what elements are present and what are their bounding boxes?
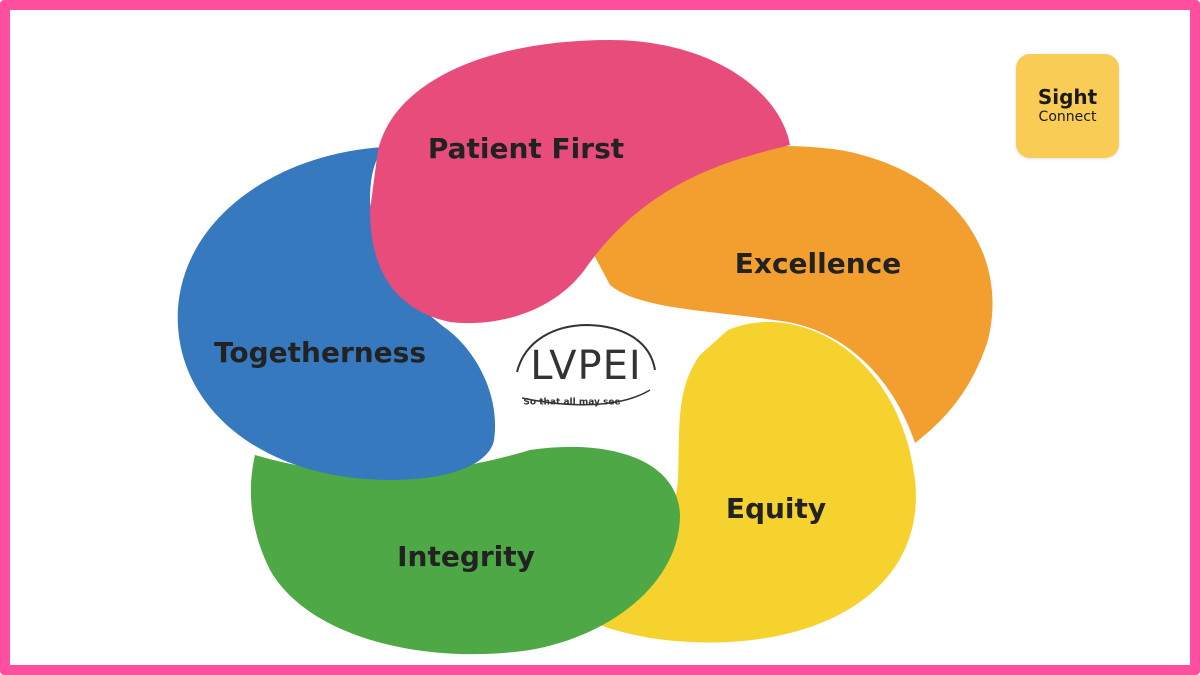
badge-title: Sight xyxy=(1037,85,1098,109)
petal-excellence xyxy=(585,145,993,443)
label-togetherness: Togetherness xyxy=(214,336,426,369)
logo-arc xyxy=(516,323,656,373)
sight-connect-badge: Sight Connect xyxy=(1016,54,1119,158)
logo-tagline: So that all may see xyxy=(523,398,620,408)
badge-subtitle: Connect xyxy=(1038,109,1097,125)
petal-patient-first xyxy=(370,40,790,324)
petal-togetherness xyxy=(177,147,496,480)
label-equity: Equity xyxy=(726,492,826,525)
lvpei-logo: LVPEI So that all may see xyxy=(516,323,656,408)
values-flower-diagram: Patient First Excellence Equity Integrit… xyxy=(177,40,993,655)
logo-name: LVPEI xyxy=(530,343,641,389)
label-excellence: Excellence xyxy=(735,247,901,280)
logo-underline xyxy=(521,389,651,406)
label-integrity: Integrity xyxy=(397,540,535,573)
petal-integrity xyxy=(250,446,680,655)
label-patient-first: Patient First xyxy=(428,132,624,165)
